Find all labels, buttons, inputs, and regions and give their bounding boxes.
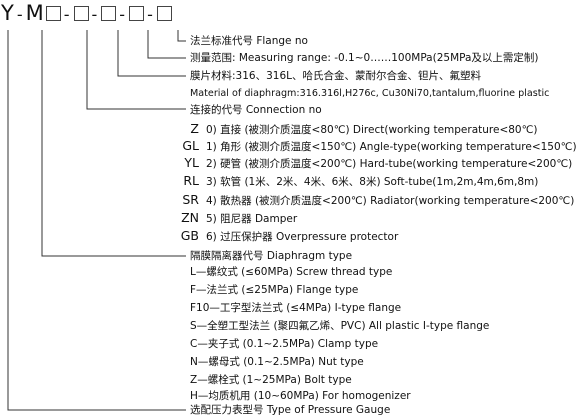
connection-text: 0) 直接 (被测介质温度<80℃) Direct(working temper… [206, 124, 538, 136]
connection-item: GB 6) 过压保护器 Overpressure protector [169, 228, 399, 244]
label-flange-no: 法兰标准代号 Flange no [190, 35, 308, 47]
code-dash: - [91, 5, 99, 24]
code-box-5 [156, 6, 172, 21]
connection-text: 5) 阻尼器 Damper [206, 213, 298, 225]
leader-diaphragm [41, 30, 186, 257]
connection-code: GB [180, 228, 199, 243]
leader-material [117, 30, 186, 77]
leader-connection [86, 30, 186, 110]
code-box-3 [101, 6, 117, 21]
diaphragm-type-item: H—均质机用 (10~60MPa) For homogenizer [190, 390, 411, 402]
diaphragm-type-item: F—法兰式 (≤25MPa) Flange type [190, 284, 359, 296]
connection-text: 6) 过压保护器 Overpressure protector [206, 231, 399, 243]
connection-text: 4) 散热器 (被测介质温度<200℃) Radiator(working te… [206, 195, 575, 207]
connection-item: YL 2) 硬管 (被测介质温度<200℃) Hard-tube(working … [169, 156, 572, 171]
leader-gauge [7, 30, 186, 411]
diaphragm-type-item: L—螺纹式 (≤60MPa) Screw thread type [190, 266, 393, 278]
label-diaphragm-material: 膜片材料:316、316L、哈氏合金、蒙耐尔合金、钽片、氟塑料 [190, 70, 481, 82]
code-box-1 [45, 6, 61, 21]
code-y: Y [1, 1, 15, 25]
connection-code: Z [190, 121, 199, 136]
connection-item: GL 1) 角形 (被测介质温度<150℃) Angle-type(working… [169, 138, 577, 154]
code-dash: - [16, 5, 24, 24]
label-diaphragm-material-en: Material of diaphragm:316.316l,H276c, Cu… [190, 88, 550, 99]
connection-code: YL [184, 155, 199, 170]
label-connection-no: 连接的代号 Connection no [190, 104, 322, 116]
diaphragm-type-item: Z—螺栓式 (1~25MPa) Bolt type [190, 374, 352, 386]
connection-code: SR [182, 192, 199, 207]
connection-text: 3) 软管 (1米、2米、4米、6米、8米) Soft-tube(1m,2m,4… [206, 176, 539, 188]
model-code: Y-M---- [1, 1, 173, 27]
connection-code: ZN [181, 210, 199, 225]
connection-item: Z 0) 直接 (被测介质温度<80℃) Direct(working tempe… [169, 121, 538, 137]
code-box-2 [73, 6, 89, 21]
code-m: M [25, 1, 45, 25]
connection-item: SR 4) 散热器 (被测介质温度<200℃) Radiator(working … [169, 193, 574, 208]
connection-item: RL 3) 软管 (1米、2米、4米、6米、8米) Soft-tube(1m,2m… [169, 174, 538, 189]
connection-item: ZN 5) 阻尼器 Damper [169, 211, 297, 226]
connection-code: RL [183, 173, 199, 188]
connection-code: GL [182, 138, 199, 153]
diaphragm-type-item: C—夹子式 (0.1~2.5MPa) Clamp type [190, 338, 379, 350]
code-dash: - [119, 5, 127, 24]
diaphragm-type-item: S—全塑工型法兰 (聚四氟乙烯、PVC) All plastic I-type … [190, 320, 490, 332]
diaphragm-type-item: F10—工字型法兰式 (≤4MPa) I-type flange [190, 302, 402, 314]
leader-range [147, 30, 186, 59]
label-measuring-range: 测量范围: Measuring range: -0.1~0……100MPa(25… [190, 52, 539, 64]
code-dash: - [63, 5, 71, 24]
code-box-4 [129, 6, 145, 21]
label-pressure-gauge: 选配压力表型号 Type of Pressure Gauge [190, 404, 391, 416]
connection-text: 2) 硬管 (被测介质温度<200℃) Hard-tube(working te… [206, 158, 573, 170]
code-dash: - [147, 5, 154, 24]
leader-lines [7, 30, 186, 411]
leader-flange [177, 30, 186, 42]
diaphragm-type-item: N—螺母式 (0.1~2.5MPa) Nut type [190, 356, 364, 368]
connection-text: 1) 角形 (被测介质温度<150℃) Angle-type(working t… [206, 141, 577, 153]
label-diaphragm-type: 隔膜隔离器代号 Diaphragm type [190, 250, 353, 262]
